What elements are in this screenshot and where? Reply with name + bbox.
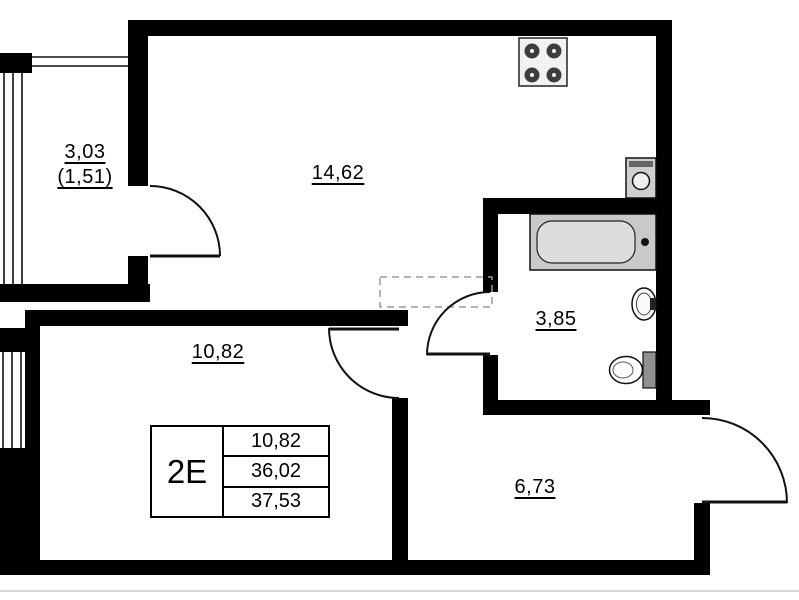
- hallway-area-label: 6,73: [514, 476, 556, 498]
- kitchen-living-area-label: 14,62: [311, 162, 365, 184]
- window-bedroom-left: [2, 352, 22, 448]
- stove-burner-center: [552, 49, 556, 53]
- wall-balcony-bottom: [0, 284, 150, 302]
- bathtub-drain: [641, 238, 649, 246]
- bathtub-basin: [536, 220, 636, 264]
- stove-icon: [518, 37, 568, 87]
- sink-bowl: [631, 171, 651, 191]
- entry-door-arc: [701, 417, 788, 504]
- bathroom-area-label: 3,85: [535, 308, 577, 330]
- doors: [149, 185, 788, 504]
- wall-bathroom-left-lower: [483, 355, 498, 400]
- balcony-door-arc: [149, 185, 221, 257]
- bathroom-door-arc: [426, 291, 491, 356]
- dashed-opening: [379, 276, 493, 308]
- unit-type-cell: 2E: [152, 427, 224, 516]
- wall-bathroom-bottom: [483, 400, 710, 415]
- wall-left: [25, 310, 40, 575]
- bottom-hairline: [0, 590, 799, 592]
- wall-bedroom-top: [25, 310, 408, 326]
- stamp-living-area: 10,82: [224, 427, 328, 458]
- stamp-values: 10,82 36,02 37,53: [224, 427, 328, 516]
- window-balcony-left: [3, 72, 23, 284]
- stamp-total-area: 36,02: [224, 457, 328, 488]
- pier-left-upper: [0, 328, 25, 352]
- balcony-area-label: 3,03: [64, 141, 106, 163]
- wall-bedroom-hall: [392, 398, 408, 560]
- bathtub-icon: [529, 213, 657, 271]
- pier-balcony-topleft: [0, 53, 32, 73]
- wall-right: [656, 20, 672, 415]
- washbasin-faucet: [650, 298, 656, 310]
- pier-left-lower: [0, 448, 25, 575]
- bedroom-door-arc: [328, 327, 400, 399]
- kitchen-sink-icon: [625, 157, 657, 199]
- washbasin-icon: [631, 287, 657, 321]
- wall-bathroom-left-upper: [483, 214, 498, 292]
- bedroom-area-label: 10,82: [191, 341, 245, 363]
- window-balcony-top: [32, 56, 128, 67]
- wall-top: [128, 20, 672, 36]
- toilet-tank: [642, 351, 657, 389]
- wall-balcony-room-upper: [128, 36, 148, 186]
- wall-entry-side: [694, 503, 710, 575]
- wall-bathroom-top: [483, 198, 656, 214]
- toilet-bowl: [608, 355, 644, 385]
- stove-burner-center: [530, 73, 534, 77]
- apartment-stamp: 2E 10,82 36,02 37,53: [150, 425, 330, 518]
- toilet-icon: [608, 351, 657, 389]
- wall-bottom: [25, 560, 710, 575]
- sink-faucet-strip: [629, 161, 653, 167]
- balcony-reduced-area-label: (1,51): [57, 166, 113, 188]
- toilet-bowl-inner: [612, 361, 634, 379]
- stamp-total-area-with-balcony: 37,53: [250, 490, 302, 513]
- stove-burner-center: [552, 73, 556, 77]
- walls: [0, 20, 710, 575]
- stove-burner-center: [530, 49, 534, 53]
